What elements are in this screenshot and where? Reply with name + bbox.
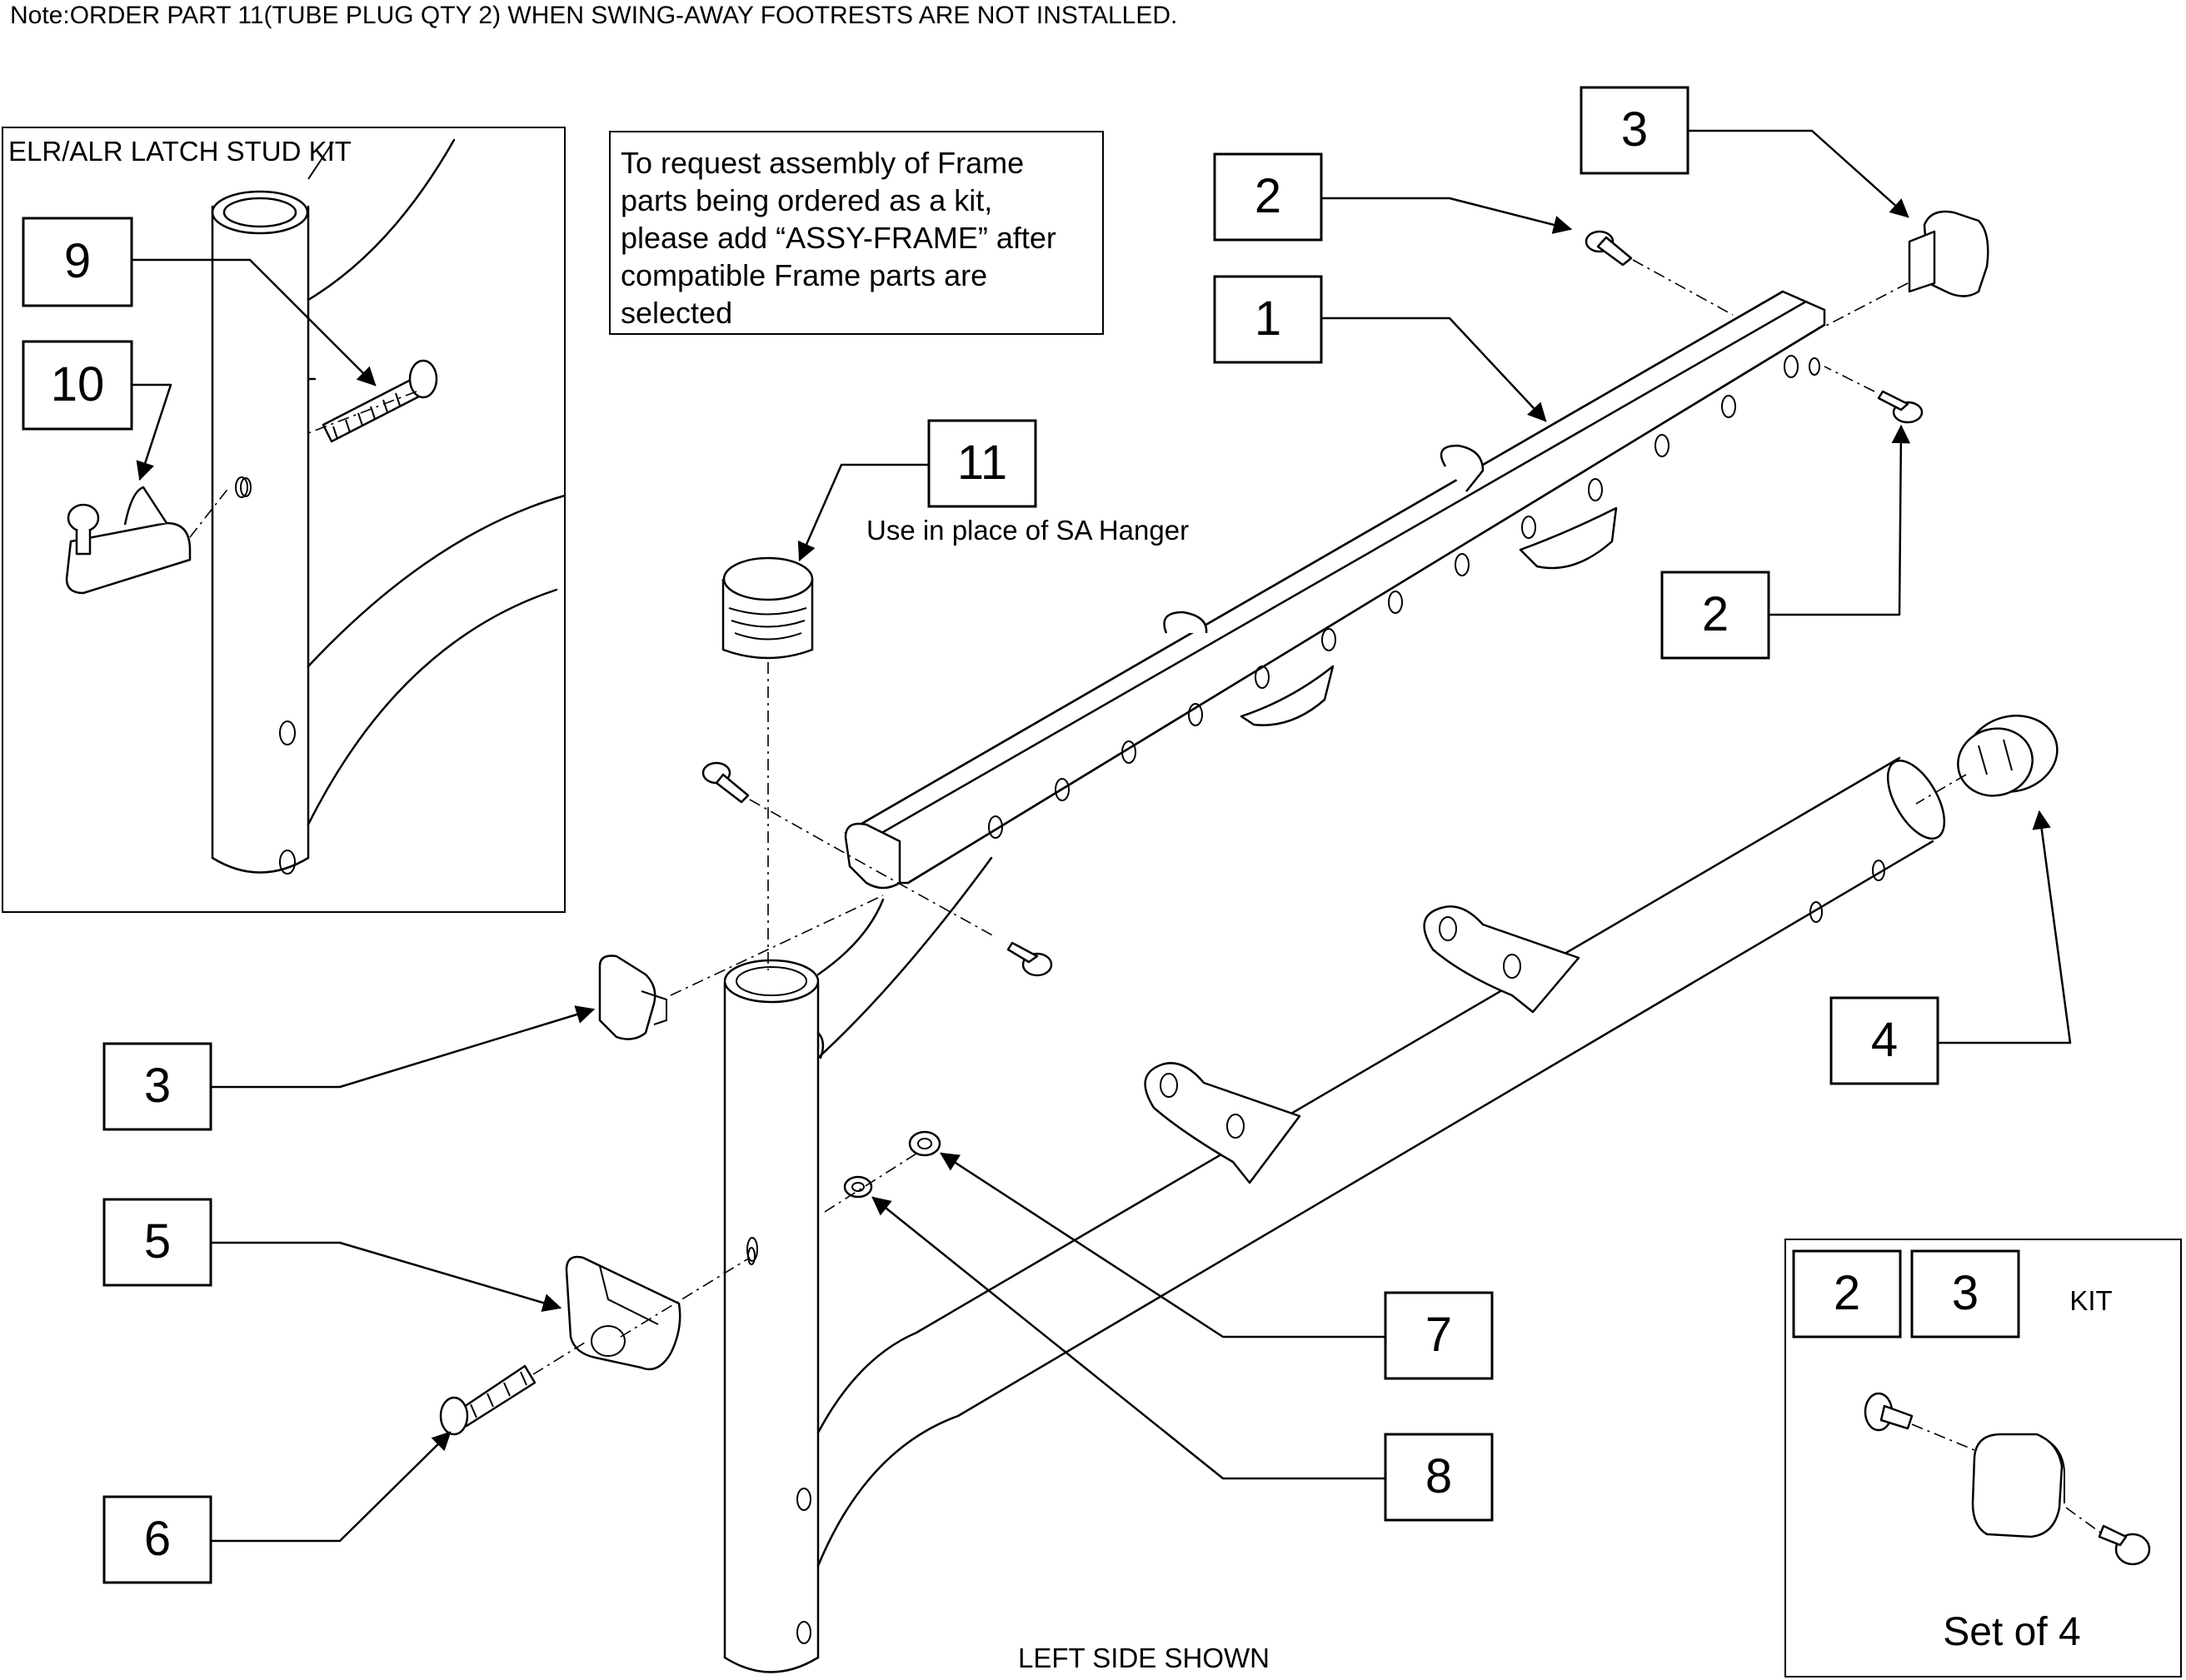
part-9-bolt [322, 359, 438, 443]
kit-label: KIT [2069, 1285, 2112, 1316]
callout-5: 5 [144, 1214, 171, 1269]
assembly-line-2: parts being ordered as a kit, [621, 183, 992, 217]
part-3-end-cap-left [598, 955, 667, 1040]
part-1-rail [844, 290, 1826, 890]
order-note: Note:ORDER PART 11(TUBE PLUG QTY 2) WHEN… [10, 2, 1177, 29]
latch-kit-title: ELR/ALR LATCH STUD KIT [8, 136, 352, 167]
callout-6: 6 [144, 1512, 171, 1566]
assembly-request-box: To request assembly of Frame parts being… [609, 131, 1104, 335]
callout-9: 9 [64, 234, 91, 288]
callout-10: 10 [51, 357, 105, 411]
part-2-screw-right [1877, 390, 1924, 424]
part-11-caption: Use in place of SA Hanger [866, 515, 1189, 546]
callout-3-left: 3 [144, 1059, 171, 1113]
left-side-shown-label: LEFT SIDE SHOWN [1018, 1643, 1270, 1673]
part-8-washer [843, 1175, 873, 1199]
assembly-line-3: please add “ASSY-FRAME” after [621, 221, 1056, 255]
assembly-line-4: compatible Frame parts are [621, 258, 987, 292]
upright-tube [723, 856, 993, 1673]
part-3-end-cap-right [1908, 210, 1989, 297]
part-11-tube-plug [721, 556, 814, 660]
callout-7: 7 [1425, 1308, 1452, 1362]
callout-2-top: 2 [1255, 169, 1281, 223]
part-6-screw [439, 1364, 537, 1436]
kit-box: 2 3 KIT Set of 4 [1784, 1239, 2182, 1678]
part-2-screw-top [1585, 230, 1633, 267]
part-2-screw-lower [1006, 941, 1053, 977]
callout-11: 11 [957, 436, 1007, 490]
callout-4: 4 [1871, 1013, 1898, 1067]
part-7-washer [908, 1130, 941, 1157]
latch-stud-kit-inset: ELR/ALR LATCH STUD KIT [2, 127, 566, 913]
part-5-bracket [565, 1255, 681, 1371]
assembly-line-1: To request assembly of Frame [621, 146, 1024, 180]
callout-3-top: 3 [1621, 102, 1648, 157]
set-of-4-label: Set of 4 [1943, 1610, 2080, 1654]
lower-tube [816, 756, 1946, 1568]
callout-8: 8 [1425, 1449, 1452, 1503]
callouts: 1 2 3 2 11 Use in place of SA Hanger 4 3… [102, 86, 2072, 1584]
kit-part-2: 2 [1834, 1266, 1860, 1320]
part-2-screw-left [701, 761, 750, 804]
callout-1: 1 [1255, 292, 1281, 346]
assembly-line-5: selected [621, 296, 732, 330]
part-10-latch [65, 486, 192, 595]
kit-part-3: 3 [1952, 1266, 1979, 1320]
main-frame-drawing [439, 210, 2059, 1673]
part-4-end-plug [1957, 715, 2059, 797]
callout-2-right: 2 [1702, 587, 1729, 641]
